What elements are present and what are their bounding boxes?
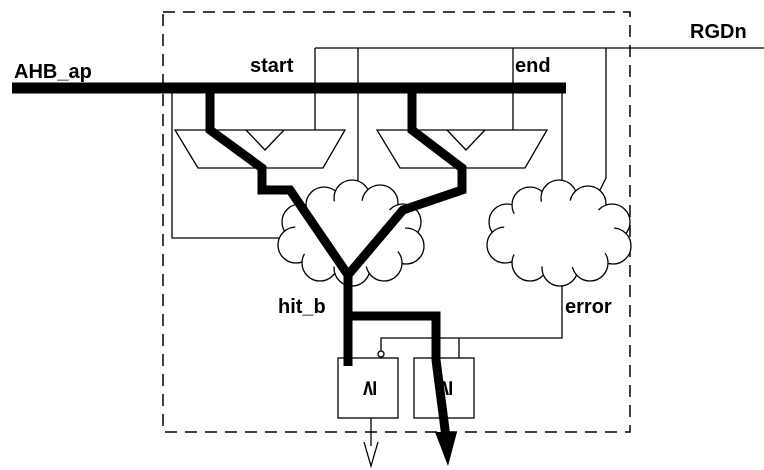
subtractor-right-notch bbox=[446, 129, 486, 151]
subtractor-left-notch bbox=[245, 129, 285, 151]
hit-logic-cloud-icon bbox=[277, 179, 425, 287]
output-arrow-right-icon bbox=[435, 432, 457, 466]
bus-path-left bbox=[205, 88, 352, 278]
start-label: start bbox=[250, 55, 294, 77]
rgd-to-error-line bbox=[591, 48, 607, 207]
output-arrow-left-icon bbox=[363, 441, 379, 469]
bus-label: AHB_ap bbox=[14, 61, 92, 83]
bus-tap-line bbox=[171, 88, 285, 239]
rgd-label: RGDn bbox=[690, 21, 747, 43]
comparator-left-symbol: ≥ bbox=[357, 379, 382, 397]
comparator-left-icon bbox=[337, 357, 399, 419]
hit-label: hit_b bbox=[278, 296, 326, 318]
module-boundary bbox=[162, 11, 631, 433]
end-label: end bbox=[515, 55, 551, 77]
hit-path-right bbox=[348, 311, 451, 438]
bus-path-right bbox=[344, 88, 467, 278]
error-line bbox=[380, 282, 563, 358]
subtractor-right-icon bbox=[375, 129, 549, 169]
error-logic-cloud-icon bbox=[486, 179, 632, 287]
error-label: error bbox=[565, 296, 612, 318]
invert-bubble-icon bbox=[377, 350, 385, 358]
